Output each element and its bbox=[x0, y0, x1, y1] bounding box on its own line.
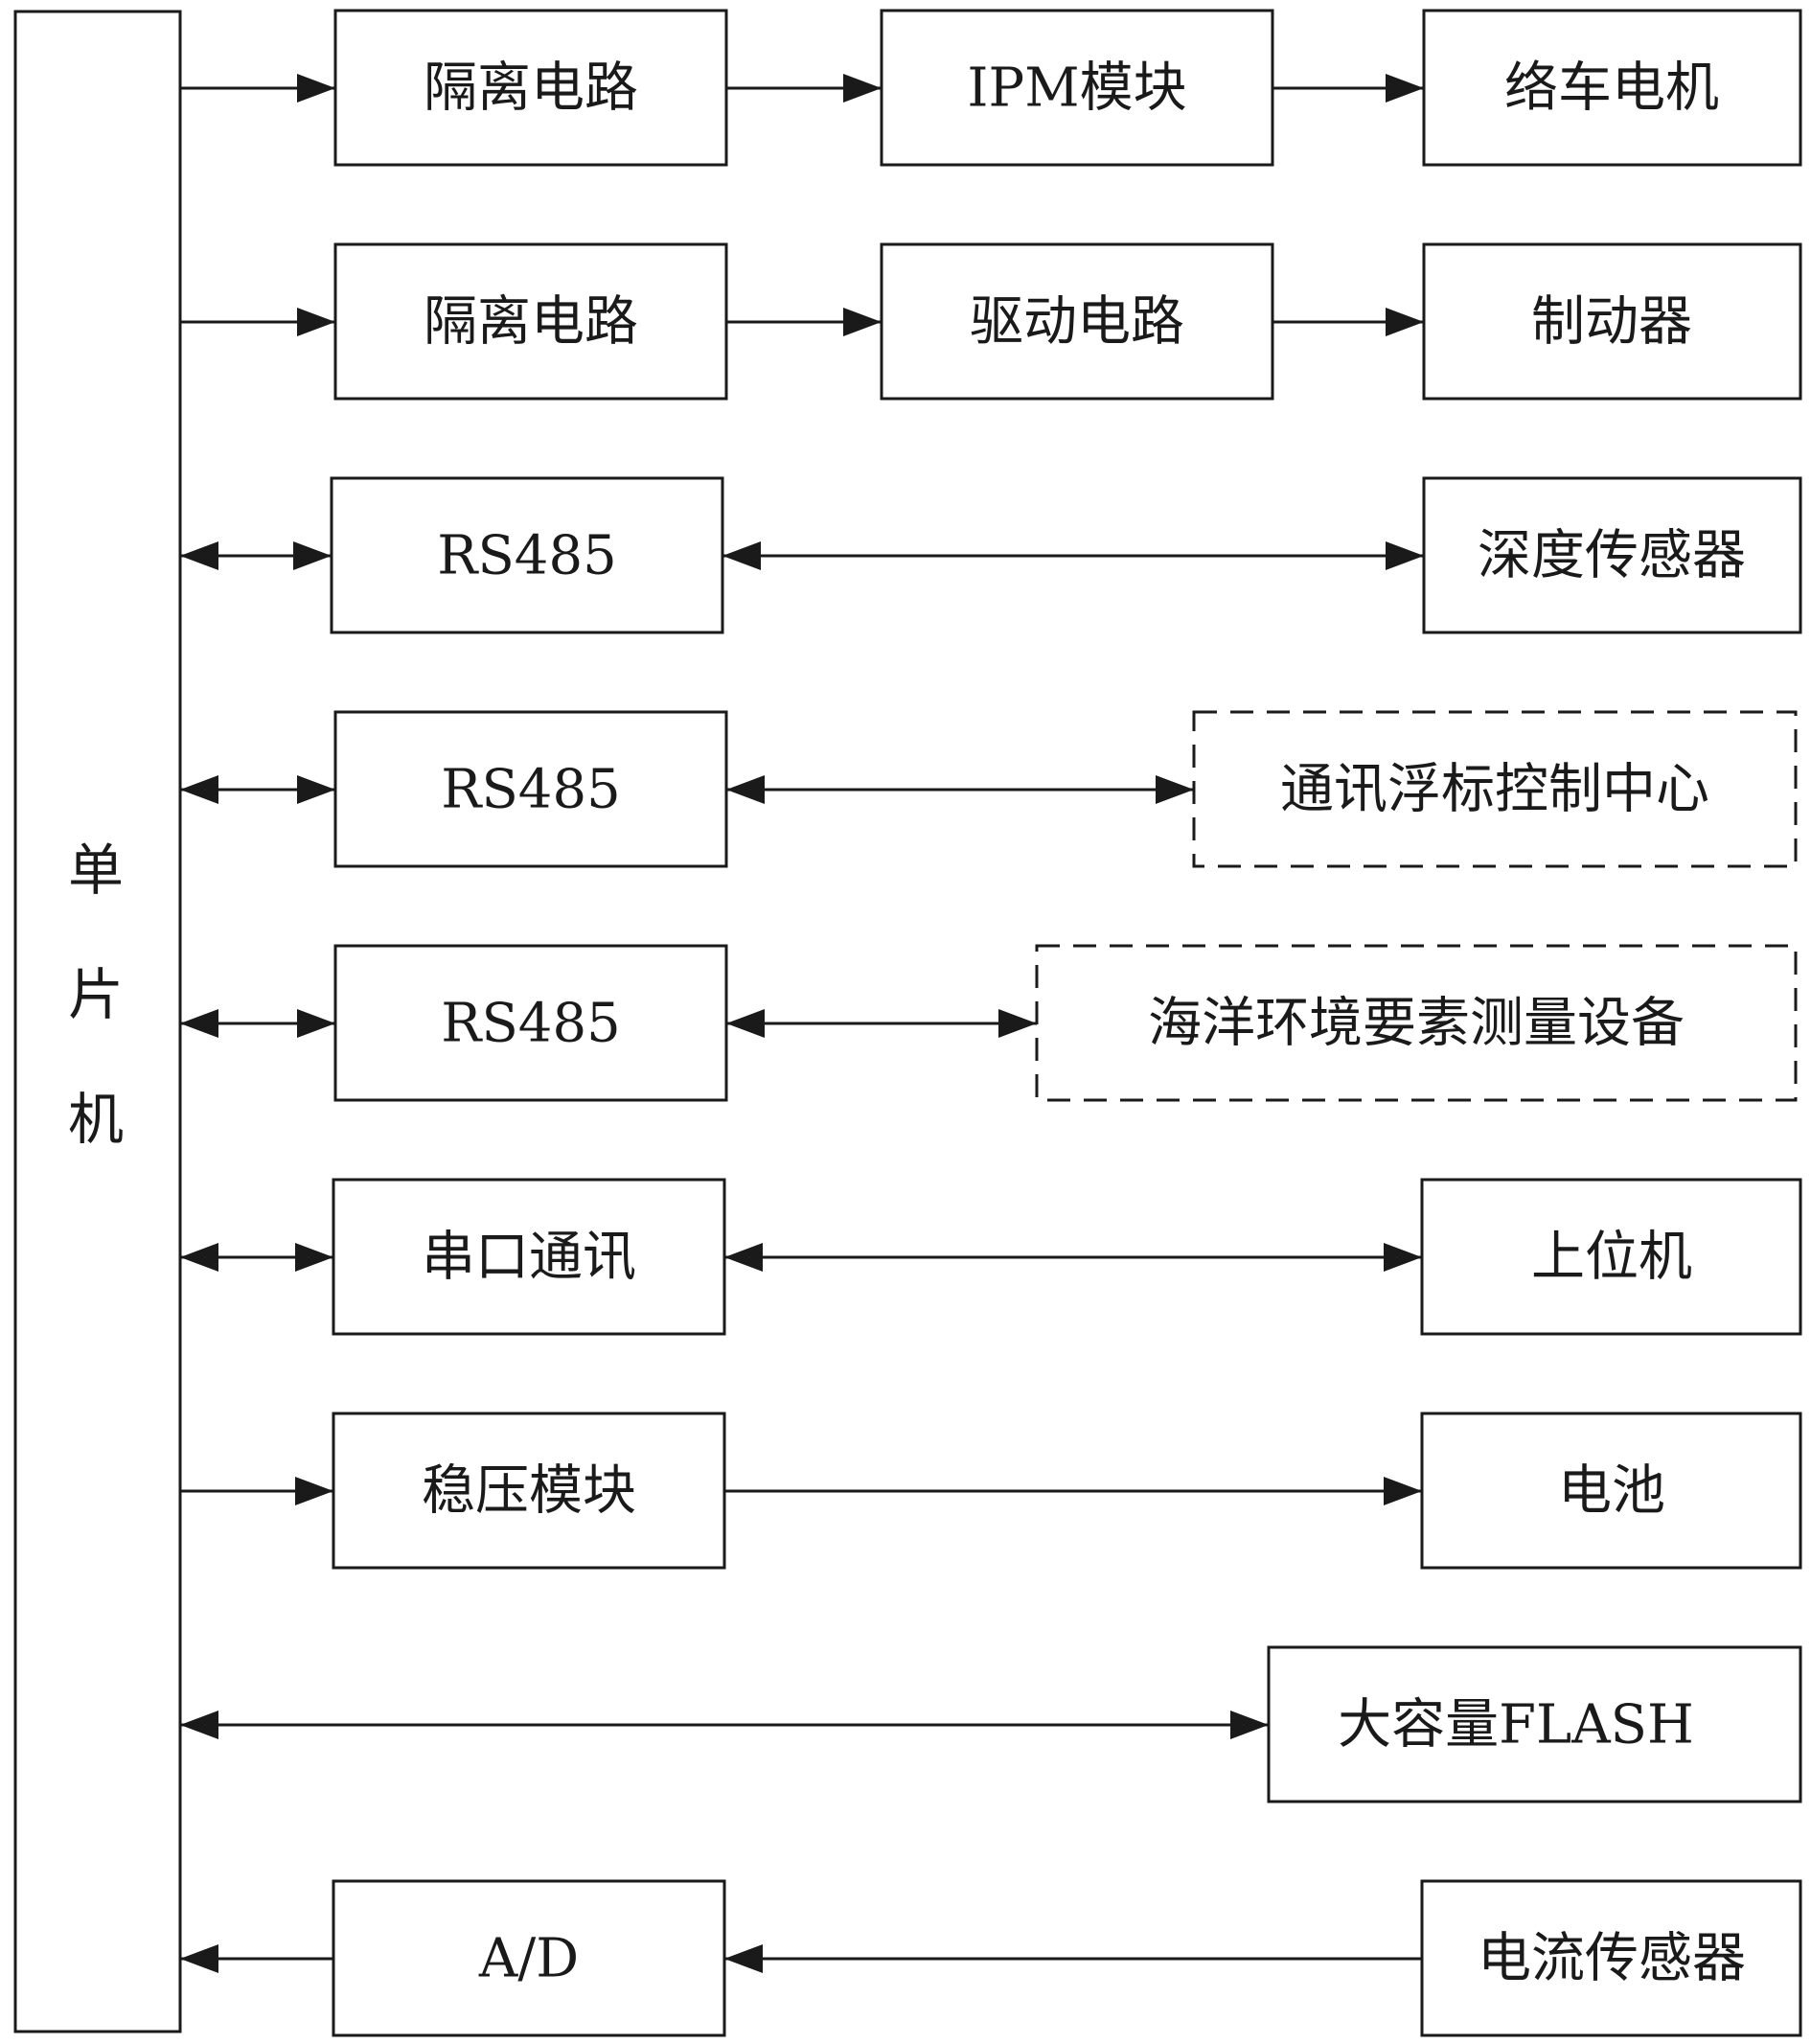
isolation-circuit-box-2 bbox=[333, 242, 728, 401]
current-sensor-label: 电流传感器 bbox=[1478, 1928, 1746, 1990]
buoy-control-center-box bbox=[1192, 710, 1798, 868]
serial-comm-box bbox=[332, 1178, 726, 1336]
depth-sensor-label: 深度传感器 bbox=[1478, 525, 1746, 587]
buoy-control-center-label: 通讯浮标控制中心 bbox=[1280, 759, 1709, 821]
row-winch-motor: 隔离电路 IPM模块 络车电机 bbox=[180, 9, 1802, 167]
flash-box bbox=[1267, 1645, 1802, 1803]
row-brake: 隔离电路 驱动电路 制动器 bbox=[180, 242, 1802, 401]
rs485-label-2: RS485 bbox=[441, 759, 620, 821]
row-battery: 稳压模块 电池 bbox=[180, 1412, 1802, 1570]
marine-equipment-label: 海洋环境要素测量设备 bbox=[1148, 993, 1685, 1055]
mcu-label-char-2: 片 bbox=[68, 962, 124, 1027]
brake-box bbox=[1422, 242, 1802, 401]
drive-circuit-box bbox=[880, 242, 1274, 401]
rs485-box-2 bbox=[333, 710, 728, 868]
host-computer-box bbox=[1420, 1178, 1802, 1336]
isolation-circuit-label-2: 隔离电路 bbox=[424, 291, 638, 354]
row-flash: 大容量FLASH bbox=[180, 1645, 1802, 1803]
row-host-computer: 串口通讯 上位机 bbox=[180, 1178, 1802, 1336]
current-sensor-box bbox=[1420, 1879, 1802, 2037]
rs485-label-3: RS485 bbox=[441, 993, 620, 1055]
flash-label: 大容量FLASH bbox=[1338, 1694, 1694, 1757]
isolation-circuit-box-1 bbox=[333, 9, 728, 167]
row-marine-equipment: RS485 海洋环境要素测量设备 bbox=[180, 944, 1798, 1102]
adc-box bbox=[332, 1879, 726, 2037]
drive-circuit-label: 驱动电路 bbox=[970, 291, 1184, 354]
row-depth-sensor: RS485 深度传感器 bbox=[180, 476, 1802, 634]
ipm-module-box bbox=[880, 9, 1274, 167]
winch-motor-label: 络车电机 bbox=[1504, 57, 1719, 120]
serial-comm-label: 串口通讯 bbox=[422, 1227, 636, 1289]
voltage-regulator-label: 稳压模块 bbox=[422, 1460, 636, 1523]
row-current-sensor: A/D 电流传感器 bbox=[180, 1879, 1802, 2037]
mcu-block: 单 片 机 bbox=[13, 10, 182, 2033]
ipm-module-label: IPM模块 bbox=[967, 57, 1186, 120]
mcu-label-char-1: 单 bbox=[68, 838, 124, 903]
rs485-label-1: RS485 bbox=[437, 525, 616, 587]
voltage-regulator-box bbox=[332, 1412, 726, 1570]
mcu-label-char-3: 机 bbox=[68, 1087, 124, 1152]
isolation-circuit-label-1: 隔离电路 bbox=[424, 57, 638, 120]
row-buoy-control-center: RS485 通讯浮标控制中心 bbox=[180, 710, 1798, 868]
brake-label: 制动器 bbox=[1531, 291, 1692, 354]
battery-label: 电池 bbox=[1558, 1460, 1665, 1523]
depth-sensor-box bbox=[1422, 476, 1802, 634]
winch-motor-box bbox=[1422, 9, 1802, 167]
rs485-box-3 bbox=[333, 944, 728, 1102]
marine-equipment-box bbox=[1035, 944, 1798, 1102]
host-computer-label: 上位机 bbox=[1531, 1227, 1692, 1289]
adc-label: A/D bbox=[478, 1928, 579, 1990]
battery-box bbox=[1420, 1412, 1802, 1570]
